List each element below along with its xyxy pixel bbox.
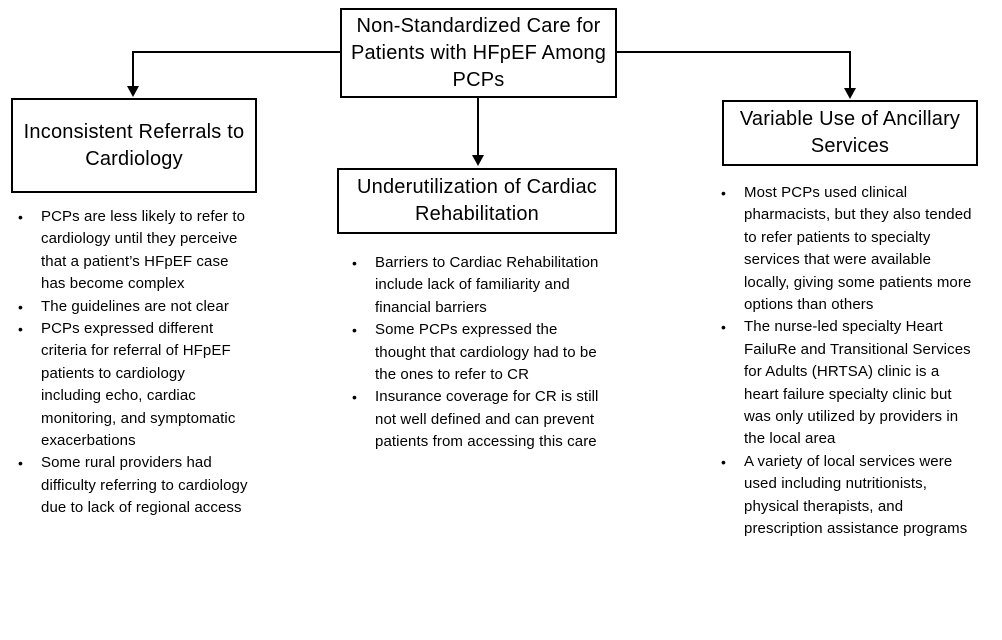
root-box-title: Non-Standardized Care for Patients with … [350, 14, 607, 91]
branch-box-ancillary: Variable Use of Ancillary Services [722, 100, 978, 166]
bullet-list-referrals: PCPs are less likely to refer to cardiol… [13, 206, 249, 520]
bullet-item: Some PCPs expressed the thought that car… [347, 319, 599, 386]
branch-box-ancillary-title: Variable Use of Ancillary Services [739, 108, 961, 157]
bullet-item: PCPs are less likely to refer to cardiol… [13, 206, 249, 296]
bullet-item: PCPs expressed different criteria for re… [13, 318, 249, 452]
arrowhead-middle [472, 155, 484, 166]
bullet-list-cardiac-rehab: Barriers to Cardiac Rehabilitation inclu… [347, 252, 599, 454]
bullet-item: Barriers to Cardiac Rehabilitation inclu… [347, 252, 599, 319]
bullet-list-ancillary: Most PCPs used clinical pharmacists, but… [716, 182, 978, 541]
bullet-item: The guidelines are not clear [13, 296, 249, 319]
arrowhead-left [127, 86, 139, 97]
connector-left [132, 51, 340, 86]
branch-box-cardiac-rehab-title: Underutilization of Cardiac Rehabilitati… [357, 176, 597, 225]
bullet-item: Most PCPs used clinical pharmacists, but… [716, 182, 978, 316]
branch-box-referrals-title: Inconsistent Referrals to Cardiology [23, 120, 245, 170]
root-box: Non-Standardized Care for Patients with … [340, 8, 617, 98]
branch-box-cardiac-rehab: Underutilization of Cardiac Rehabilitati… [337, 168, 617, 234]
bullet-item: Some rural providers had difficulty refe… [13, 452, 249, 519]
bullet-item: Insurance coverage for CR is still not w… [347, 386, 599, 453]
arrowhead-right [844, 88, 856, 99]
connector-right [617, 51, 851, 88]
bullet-item: A variety of local services were used in… [716, 451, 978, 541]
branch-box-referrals: Inconsistent Referrals to Cardiology [11, 98, 257, 193]
bullet-item: The nurse-led specialty Heart FailuRe an… [716, 316, 978, 450]
